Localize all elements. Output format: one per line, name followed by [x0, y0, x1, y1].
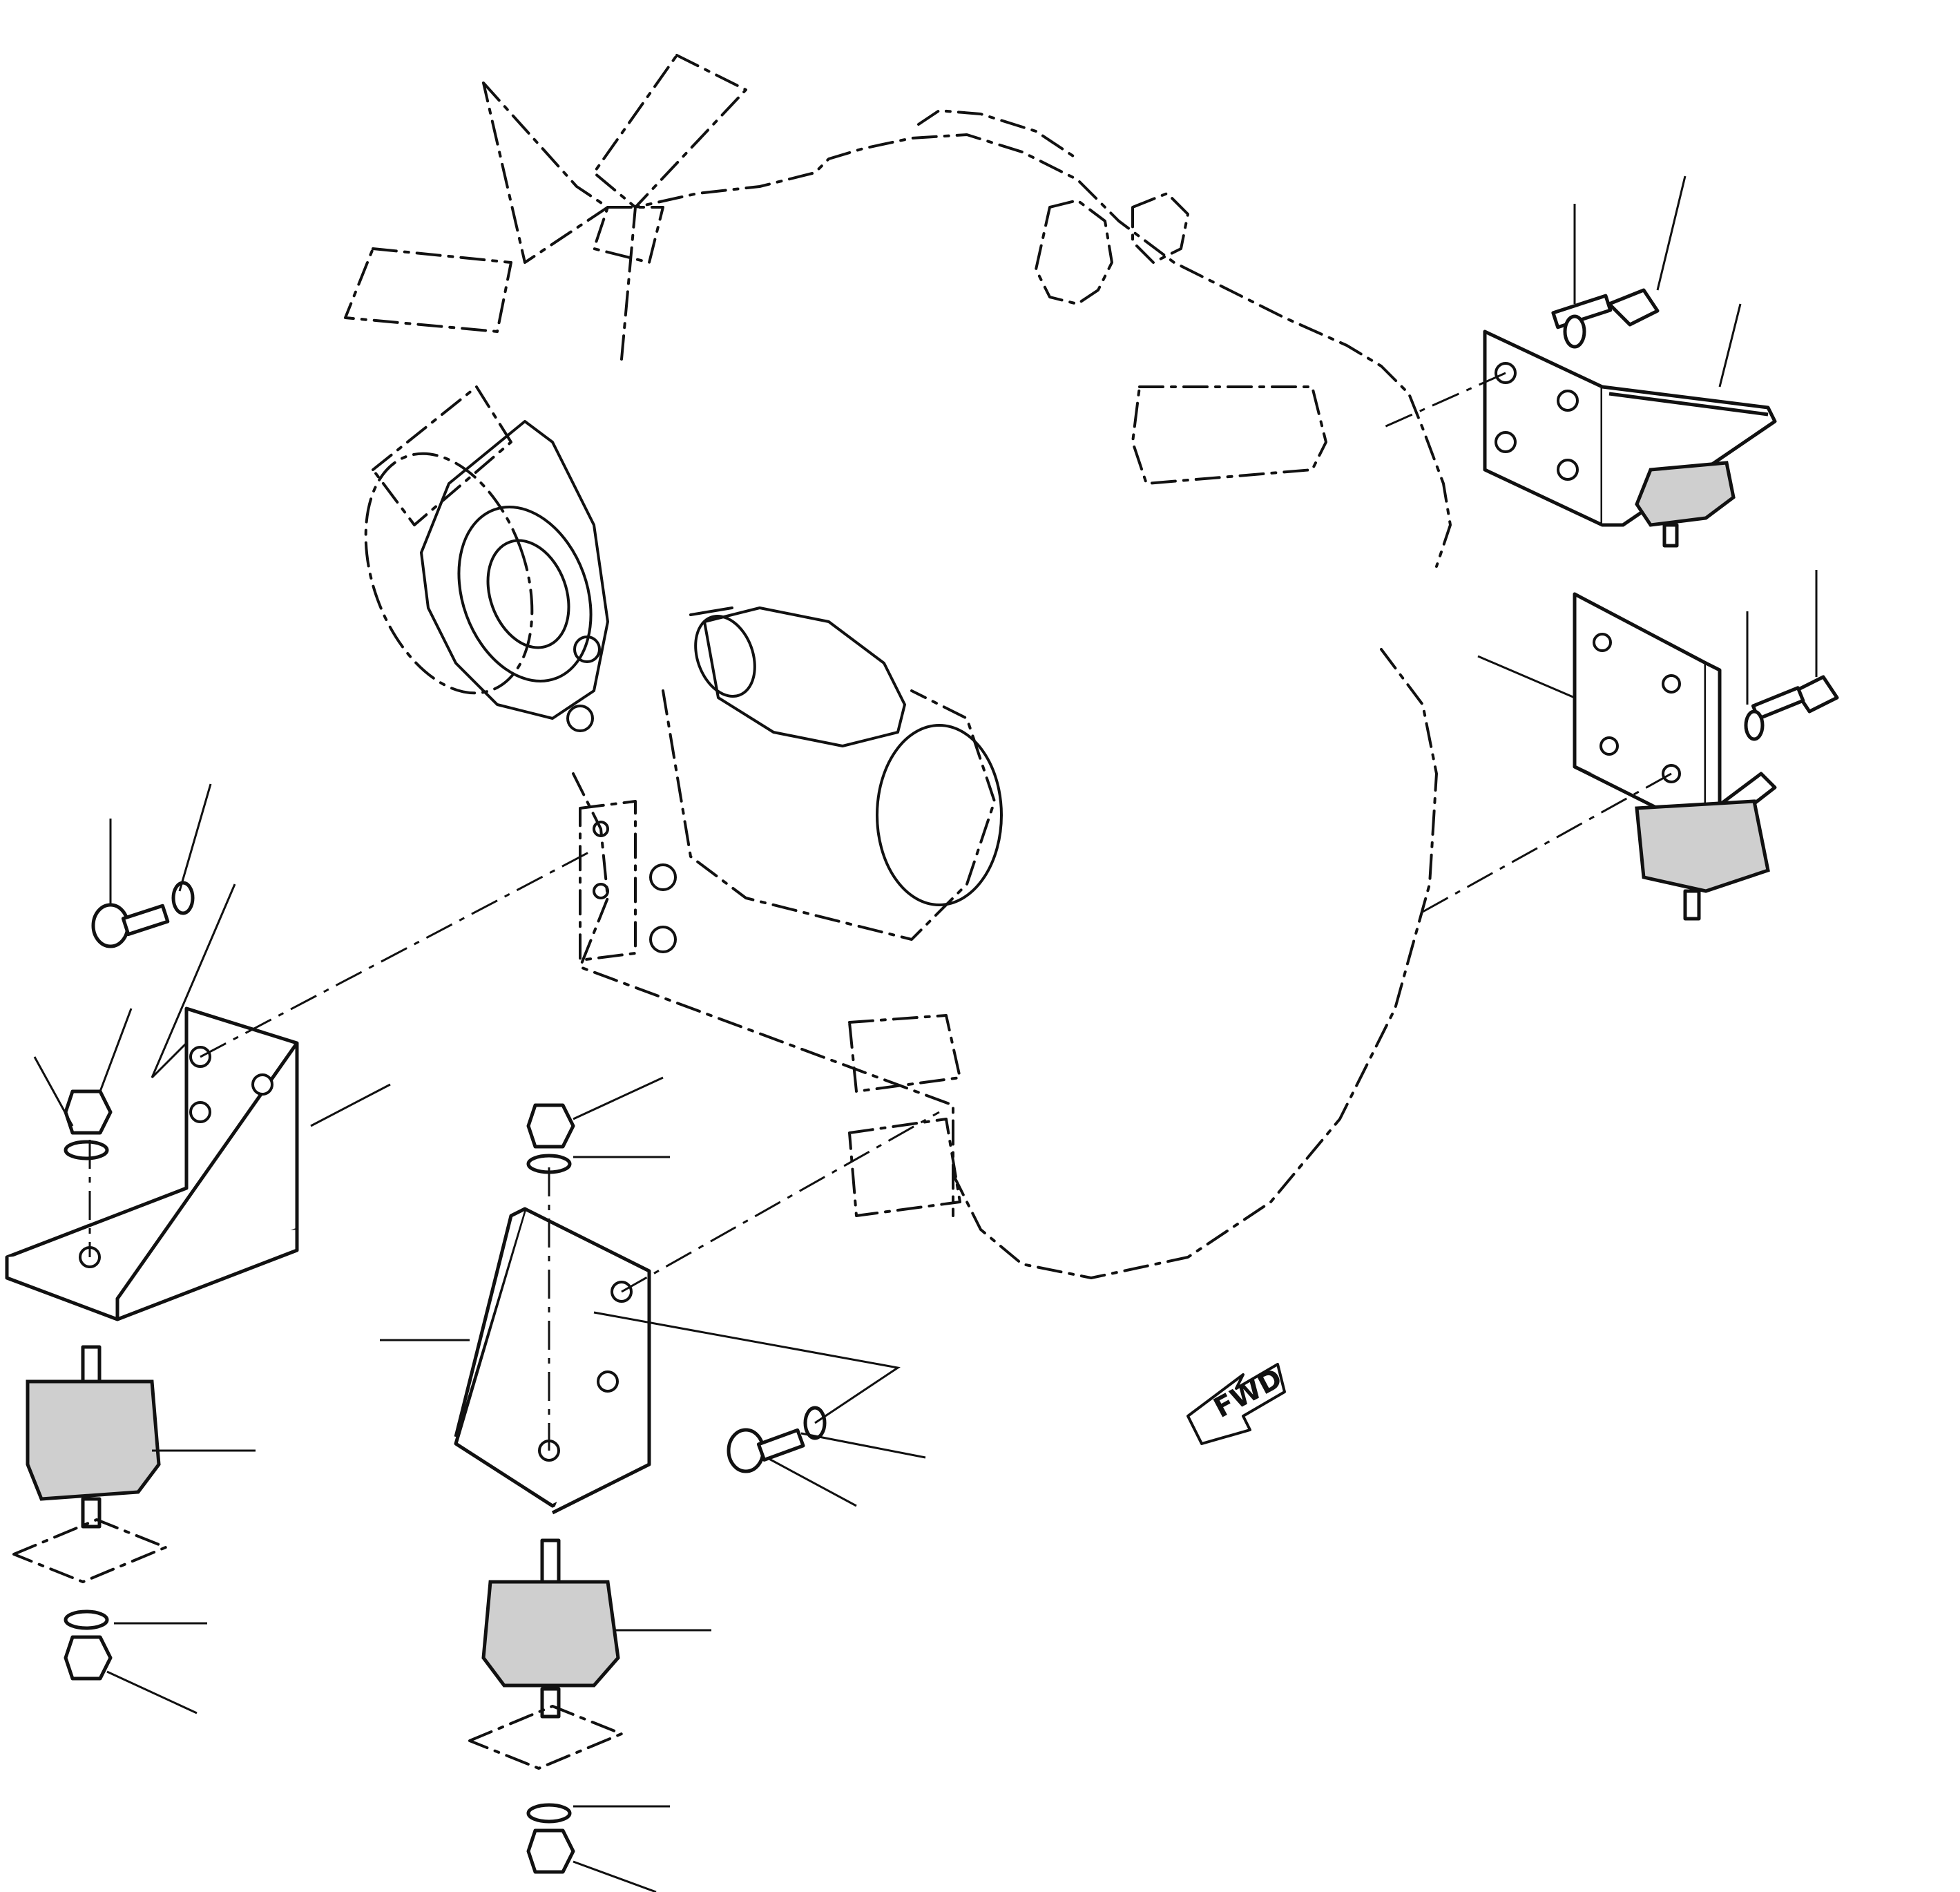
bolt-centerline-left-rear [200, 848, 595, 1058]
leader-lines [33, 175, 1818, 1892]
forward-direction-arrow: FWD [1186, 1362, 1287, 1445]
cooling-fan [344, 54, 747, 526]
bolt-left-front [727, 1406, 827, 1473]
bolt-right-rear [1551, 288, 1660, 349]
rubber-mount-right-rear [1635, 461, 1736, 548]
rubber-mount-right-front [1635, 799, 1770, 921]
bracket-right-front [1573, 592, 1777, 921]
bolt-centerline-right-rear [1381, 372, 1506, 430]
bolt-left-rear [91, 881, 195, 948]
nut-left-front-top [526, 1103, 575, 1174]
cylinder-head-outline [620, 133, 1452, 568]
bolt-right-front [1744, 675, 1839, 741]
starter-motor [662, 606, 1003, 941]
flywheel-housing-outline [952, 648, 1438, 1279]
nut-left-rear-bottom [64, 1609, 113, 1681]
engine-phantom-outline [344, 54, 1452, 1279]
bolt-centerline-left-front [621, 1111, 940, 1293]
bolt-centerline-right-front [1422, 772, 1672, 913]
rubber-mount-left-front [468, 1538, 623, 1770]
timing-cover [364, 420, 609, 732]
bracket-right-rear [1483, 329, 1777, 548]
nut-left-rear-top [64, 1089, 113, 1160]
fwd-label: FWD [1209, 1362, 1287, 1424]
nut-left-front-bottom [526, 1803, 575, 1874]
bracket-left-front [454, 1207, 651, 1770]
rubber-mount-left-rear [12, 1345, 167, 1583]
bracket-left-rear [5, 1006, 299, 1583]
